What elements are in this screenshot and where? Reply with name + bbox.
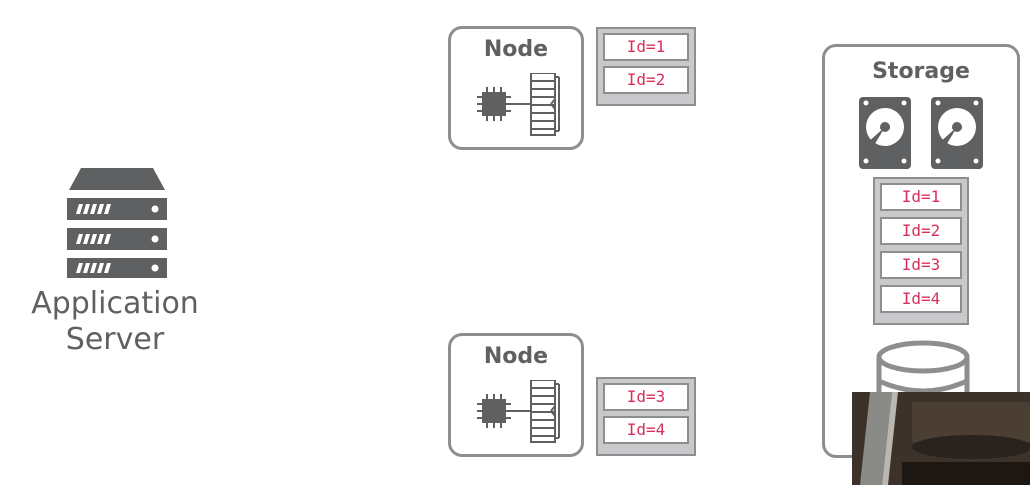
- cpu-memory-icon: [477, 380, 560, 443]
- node-1-id-panel: Id=1 Id=2: [596, 27, 696, 106]
- storage-title: Storage: [872, 59, 970, 84]
- node-2-id-panel: Id=3 Id=4: [596, 377, 696, 456]
- id-cell: Id=1: [880, 183, 962, 211]
- storage-id-panel: Id=1 Id=2 Id=3 Id=4: [873, 177, 969, 325]
- id-cell: Id=4: [880, 285, 962, 313]
- id-cell: Id=4: [603, 416, 689, 444]
- webcam-video-icon: [852, 392, 1030, 485]
- node-title: Node: [483, 344, 549, 369]
- id-cell: Id=3: [603, 383, 689, 411]
- id-cell: Id=2: [880, 217, 962, 245]
- id-cell: Id=1: [603, 33, 689, 61]
- node-2: Node: [448, 333, 584, 457]
- hard-disk-icon: [931, 97, 983, 169]
- server-icon: [67, 168, 167, 278]
- storage: Storage Id=1 Id=2 Id=3 Id=4: [822, 44, 1020, 458]
- application-server-label: Application Server: [20, 286, 210, 358]
- server-label-line2: Server: [65, 322, 165, 357]
- id-cell: Id=3: [880, 251, 962, 279]
- hard-disk-icon: [859, 97, 911, 169]
- cpu-memory-icon: [477, 73, 560, 136]
- server-label-line1: Application: [31, 286, 199, 321]
- node-title: Node: [483, 37, 549, 62]
- webcam-overlay: [852, 392, 1030, 485]
- application-server: Application Server: [20, 168, 210, 368]
- node-1: Node: [448, 26, 584, 150]
- id-cell: Id=2: [603, 66, 689, 94]
